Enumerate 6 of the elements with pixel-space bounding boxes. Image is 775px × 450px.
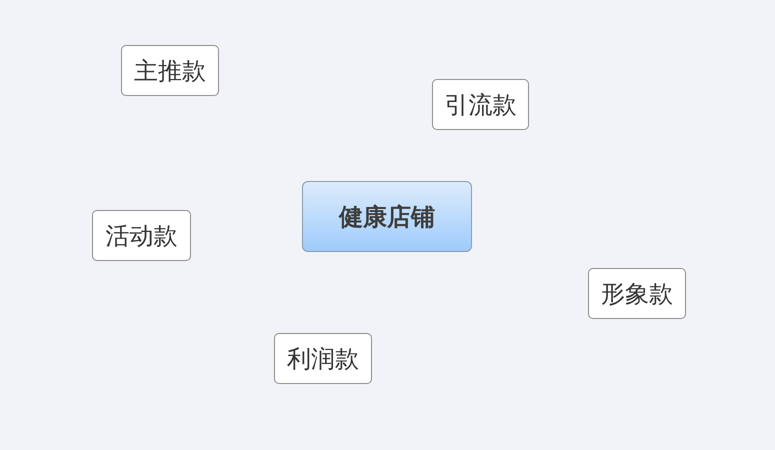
topic-box: 利润款 [274,333,372,384]
topic-box: 主推款 [121,45,219,96]
topic-box: 活动款 [92,210,191,261]
topic-box: 形象款 [588,268,686,319]
central-topic: 健康店铺 [302,181,472,252]
topic-box: 引流款 [432,79,529,130]
